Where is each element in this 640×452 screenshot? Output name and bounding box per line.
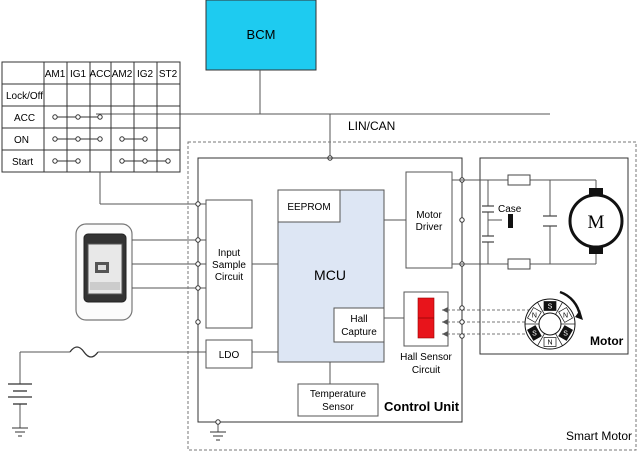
resistor-icon: [507, 174, 531, 270]
row-label-on: ON: [14, 135, 29, 146]
magnet-pole-label-0: S: [548, 304, 553, 311]
magnet-pole-4: [527, 325, 542, 341]
col-header-ig2: IG2: [137, 69, 154, 80]
magnet-divider: [537, 302, 545, 315]
bus-label: LIN/CAN: [348, 119, 395, 133]
motor-title: Motor: [590, 334, 624, 348]
smart-motor-boundary: [187, 141, 637, 451]
row-label-start: Start: [12, 157, 33, 168]
magnet-pole-0: [543, 301, 557, 311]
control-unit-ground-icon: [210, 431, 226, 441]
motor-symbol: M: [588, 212, 605, 233]
ldo-label: LDO: [219, 350, 240, 361]
magnet-pole-3: [543, 337, 557, 347]
motor-box: [479, 157, 629, 355]
hall-sensing-lines: [442, 309, 530, 335]
magnet-pole-label-3: N: [547, 340, 552, 347]
bcm-box: [205, 0, 317, 71]
ignition-switch-icon: [75, 223, 133, 321]
row-label-acc: ACC: [14, 113, 35, 124]
col-header-st2: ST2: [159, 69, 178, 80]
dc-motor-icon: [568, 188, 624, 254]
row-label-lock-off: Lock/Off: [6, 91, 43, 102]
motor-driver-line1: Motor: [416, 210, 442, 221]
motor-wiring: [452, 179, 597, 265]
hall-capture-line1: Hall: [350, 314, 367, 325]
magnet-pole-label-1: N: [563, 313, 568, 320]
switch-table: [1, 61, 181, 173]
control-unit-label: Control Unit: [384, 399, 460, 414]
switch-wires: [132, 239, 206, 289]
magnet-divider: [537, 333, 545, 346]
magnet-divider: [555, 333, 563, 346]
col-header-am2: AM2: [112, 69, 133, 80]
magnet-pole-label-5: N: [532, 313, 537, 320]
mcu-label: MCU: [314, 267, 346, 283]
smart-motor-label: Smart Motor: [566, 429, 632, 443]
motor-driver-block: [405, 171, 453, 269]
ground-icon: [12, 427, 28, 437]
col-header-am1: AM1: [45, 69, 66, 80]
magnet-divider: [555, 302, 563, 315]
bcm-label: BCM: [247, 27, 276, 42]
input-sample-line1: Input: [218, 248, 240, 259]
case-label: Case: [498, 204, 522, 215]
input-sample-line3: Circuit: [215, 272, 244, 283]
ring-magnet-icon: S N S N S N: [524, 298, 576, 350]
temp-sensor-line1: Temperature: [310, 389, 367, 400]
temp-sensor-line2: Sensor: [322, 402, 354, 413]
magnet-pole-2: [558, 325, 573, 341]
fuse-icon: [69, 346, 99, 358]
hall-sensor-line2: Circuit: [412, 365, 441, 376]
eeprom-label: EEPROM: [287, 202, 330, 213]
magnet-pole-label-4: S: [532, 331, 537, 338]
ldo-block: [205, 339, 253, 369]
hall-capture-block: [333, 307, 385, 343]
col-header-ig1: IG1: [70, 69, 87, 80]
motor-driver-line2: Driver: [416, 222, 443, 233]
col-header-acc: ACC: [89, 69, 110, 80]
case-terminal: [508, 214, 513, 228]
magnet-pole-label-2: S: [563, 331, 568, 338]
input-sample-block: [205, 199, 253, 329]
eeprom-block: [277, 189, 341, 223]
battery-icon: [8, 383, 32, 405]
table-wire: [99, 172, 206, 205]
magnet-pole-5: [527, 307, 542, 323]
hall-sensor-line1: Hall Sensor: [400, 352, 452, 363]
switch-connections: [52, 114, 171, 164]
bus: [96, 70, 550, 158]
temp-sensor-block: [297, 383, 379, 417]
hall-capture-line2: Capture: [341, 327, 377, 338]
magnet-pole-1: [558, 307, 573, 323]
capacitor-icon: [482, 205, 557, 243]
input-sample-line2: Sample: [212, 260, 246, 271]
